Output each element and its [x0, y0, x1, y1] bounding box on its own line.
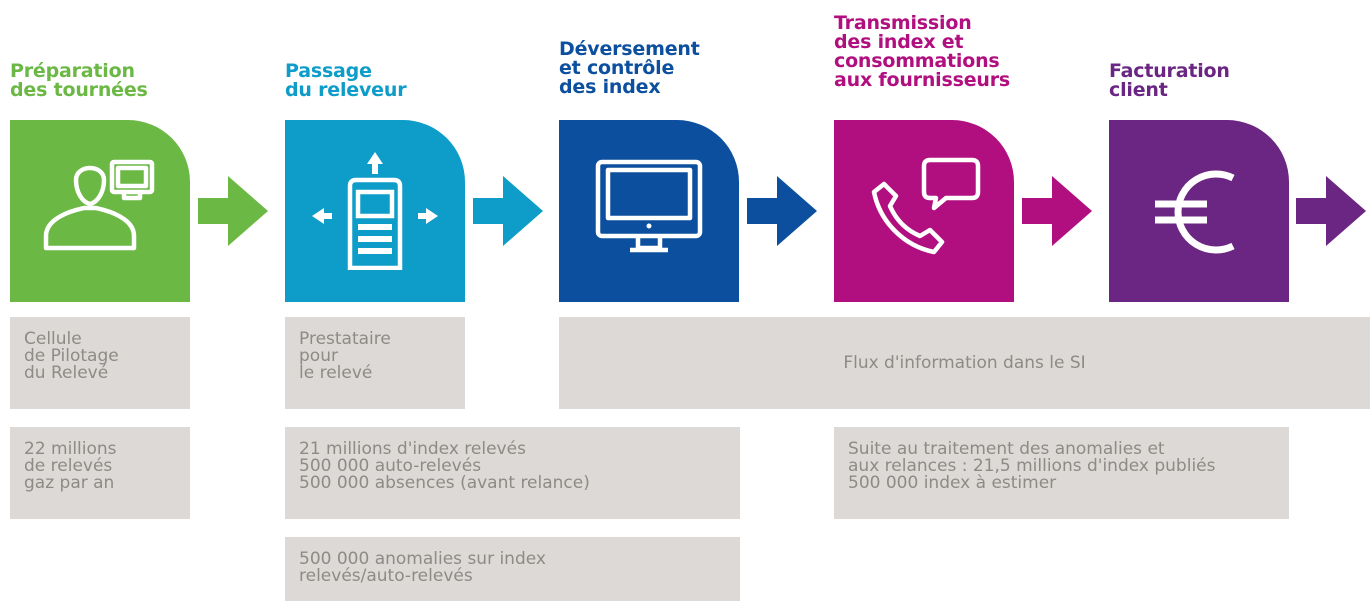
- flow-arrow-3: [747, 176, 817, 246]
- step-title-transmission: Transmission des index et consommations …: [834, 12, 1010, 91]
- euro-icon: [1155, 170, 1235, 254]
- stat-box-index: 21 millions d'index relevés 500 000 auto…: [285, 427, 740, 519]
- actor-box-prestataire: Prestataire pour le relevé: [285, 317, 465, 409]
- stat-box-anomalies: 500 000 anomalies sur index relevés/auto…: [285, 537, 740, 601]
- phone-chat-icon: [871, 157, 981, 255]
- step-tile-passage: [285, 120, 465, 302]
- flow-arrow-5: [1296, 176, 1366, 246]
- actor-box-flux: Flux d'information dans le SI: [559, 317, 1370, 409]
- step-title-passage: Passage du releveur: [285, 60, 407, 101]
- stat-box-gaz: 22 millions de relevés gaz par an: [10, 427, 190, 519]
- flow-arrow-1: [198, 176, 268, 246]
- actor-box-cellule: Cellule de Pilotage du Relevé: [10, 317, 190, 409]
- step-title-facturation: Facturation client: [1109, 60, 1230, 101]
- step-title-preparation: Préparation des tournées: [10, 60, 148, 101]
- step-tile-transmission: [834, 120, 1014, 302]
- step-tile-facturation: [1109, 120, 1289, 302]
- user-computer-icon: [43, 159, 155, 251]
- monitor-icon: [595, 159, 703, 253]
- flow-arrow-2: [473, 176, 543, 246]
- flow-arrow-4: [1022, 176, 1092, 246]
- meter-reading-icon: [312, 152, 438, 270]
- stat-box-publies: Suite au traitement des anomalies et aux…: [834, 427, 1289, 519]
- step-title-deversement: Déversement et contrôle des index: [559, 38, 700, 98]
- step-tile-deversement: [559, 120, 739, 302]
- step-tile-preparation: [10, 120, 190, 302]
